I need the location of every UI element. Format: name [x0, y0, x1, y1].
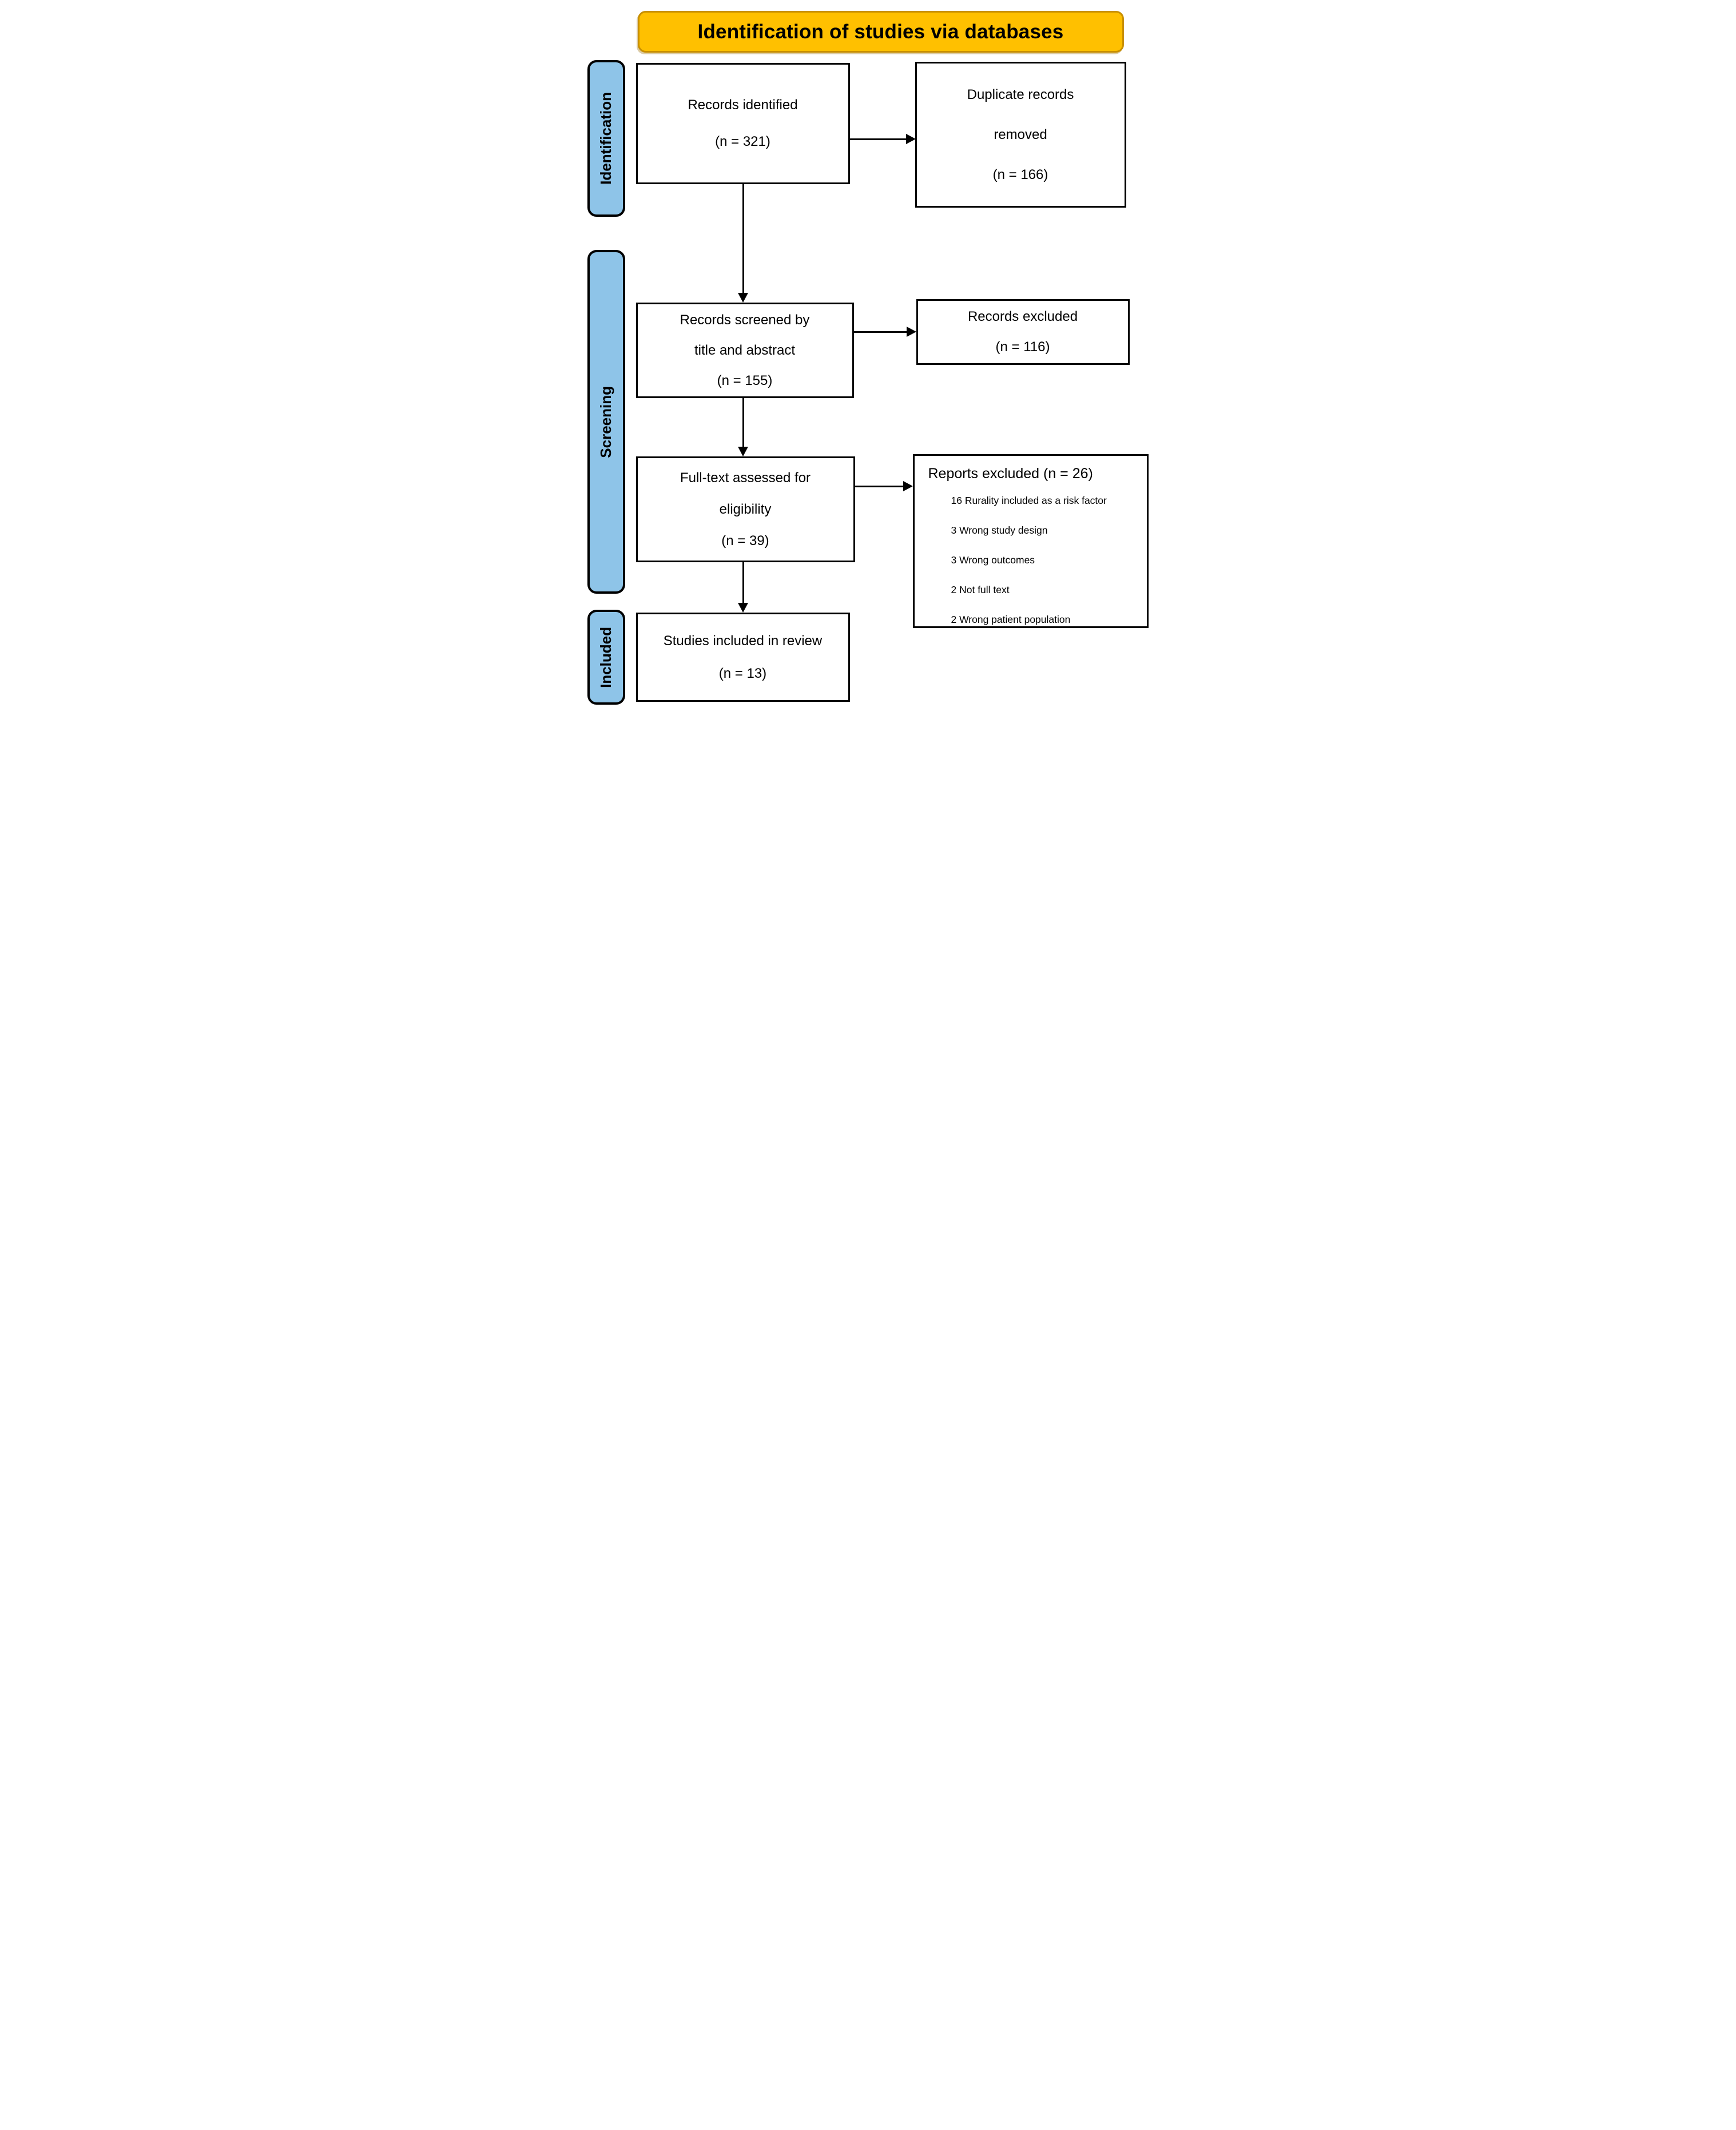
stage-label-identification: Identification [597, 92, 614, 185]
stage-bar-identification: Identification [587, 60, 625, 217]
box-text-line: (n = 155) [717, 372, 773, 388]
box-text-line: removed [994, 126, 1047, 142]
box-text-line: eligibility [719, 501, 772, 517]
stage-label-included: Included [597, 626, 614, 688]
box-records-screened: Records screened by title and abstract (… [635, 303, 854, 398]
box-text-line: (n = 39) [721, 532, 769, 549]
box-text-line: title and abstract [694, 342, 796, 358]
arrow-line [742, 562, 744, 603]
box-text-line: Studies included in review [663, 633, 823, 649]
box-text-line: Records excluded [967, 309, 1078, 324]
exclusion-reason-item: 16 Rurality included as a risk factor [951, 495, 1107, 506]
arrowhead-right-icon [906, 327, 916, 337]
arrowhead-right-icon [905, 134, 916, 144]
arrow-line [742, 184, 744, 293]
box-text-line: Records screened by [680, 312, 810, 328]
arrowhead-right-icon [903, 481, 913, 491]
stage-label-screening: Screening [597, 386, 614, 458]
box-text-line: Duplicate records [967, 86, 1074, 102]
box-reports-excluded: Reports excluded (n = 26) 16 Rurality in… [912, 454, 1149, 628]
box-text-line: (n = 13) [718, 665, 767, 681]
arrowhead-down-icon [737, 293, 748, 303]
stage-bar-included: Included [587, 610, 625, 705]
arrow-identified-to-duplicates [849, 134, 916, 145]
arrowhead-down-icon [737, 603, 748, 613]
exclusion-reason-list: 16 Rurality included as a risk factor 3 … [928, 495, 1107, 626]
title-label: Identification of studies via databases [697, 20, 1064, 43]
arrow-line [855, 486, 903, 487]
box-duplicate-records-removed: Duplicate records removed (n = 166) [915, 62, 1126, 208]
arrowhead-down-icon [737, 447, 748, 456]
title-banner: Identification of studies via databases [637, 11, 1124, 53]
box-fulltext-assessed: Full-text assessed for eligibility (n = … [635, 456, 855, 562]
box-records-identified: Records identified (n = 321) [635, 63, 850, 184]
stage-bar-screening: Screening [587, 250, 625, 594]
arrow-screened-to-fulltext [737, 398, 749, 456]
reports-excluded-header: Reports excluded (n = 26) [928, 466, 1093, 482]
exclusion-reason-item: 3 Wrong study design [951, 524, 1048, 536]
arrow-fulltext-to-reports-excluded [855, 481, 913, 492]
exclusion-reason-item: 2 Not full text [951, 584, 1010, 595]
arrow-fulltext-to-included [737, 562, 749, 613]
arrow-line [853, 331, 907, 333]
exclusion-reason-item: 3 Wrong outcomes [951, 554, 1035, 566]
box-studies-included: Studies included in review (n = 13) [635, 613, 850, 702]
arrow-line [742, 398, 744, 447]
arrow-line [849, 138, 906, 140]
box-text-line: Full-text assessed for [680, 470, 811, 486]
arrow-screened-to-excluded [853, 327, 916, 338]
arrow-identified-to-screened [737, 184, 749, 303]
box-text-line: (n = 321) [715, 134, 770, 149]
box-text-line: (n = 116) [995, 339, 1050, 355]
box-text-line: Records identified [688, 97, 798, 113]
box-records-excluded: Records excluded (n = 116) [916, 299, 1130, 365]
exclusion-reason-item: 2 Wrong patient population [951, 614, 1071, 625]
prisma-flow-diagram: Identification of studies via databases … [578, 0, 1158, 710]
box-text-line: (n = 166) [992, 166, 1048, 182]
